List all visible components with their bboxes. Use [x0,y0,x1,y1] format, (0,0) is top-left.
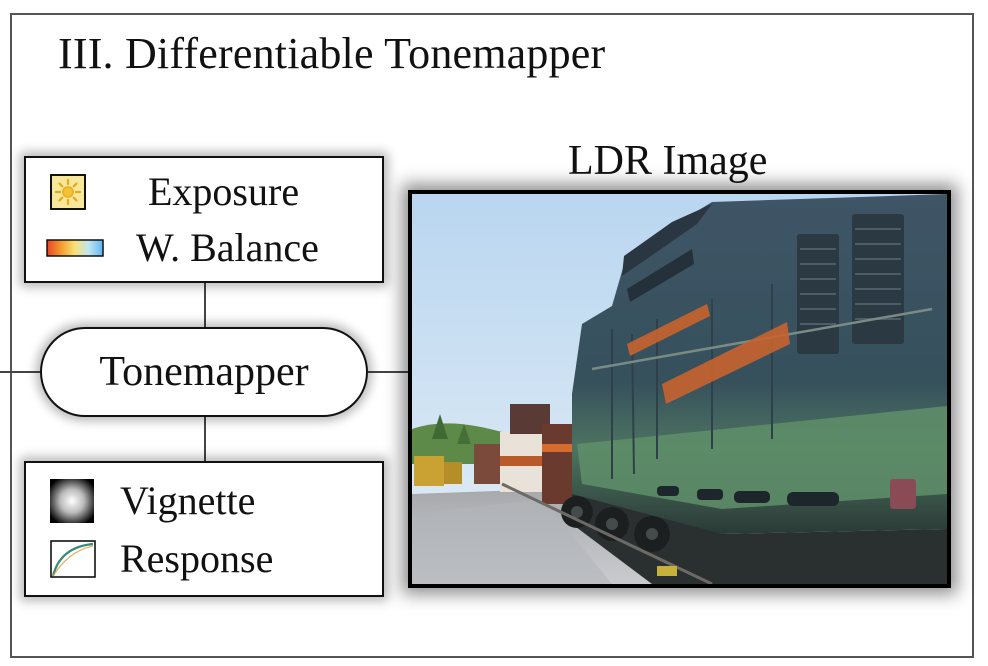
vignette-response-box: Vignette Response [24,461,384,597]
response-label: Response [120,536,274,581]
sun-icon [50,174,86,210]
bottom-box-connector [204,417,206,462]
exposure-row: Exposure [50,172,299,212]
output-caption: LDR Image [568,138,768,184]
top-box-connector [204,283,206,328]
exposure-label: Exposure [148,169,300,214]
white-balance-label: W. Balance [136,225,319,270]
vignette-label: Vignette [120,478,256,523]
input-connector [0,371,42,373]
tonemapper-label: Tonemapper [99,349,309,395]
section-title: III. Differentiable Tonemapper [58,29,606,78]
exposure-whitebalance-box: Exposure W. Balanc [24,156,384,283]
radial-gradient-icon [50,479,94,523]
locomotive-photo [408,190,951,588]
vignette-row: Vignette [50,479,255,523]
response-row: Response [50,539,273,579]
output-connector [368,371,410,373]
tonemapper-node: Tonemapper [40,327,368,417]
white-balance-row: W. Balance [46,228,319,268]
curve-icon [50,540,96,578]
color-gradient-icon [46,239,104,257]
